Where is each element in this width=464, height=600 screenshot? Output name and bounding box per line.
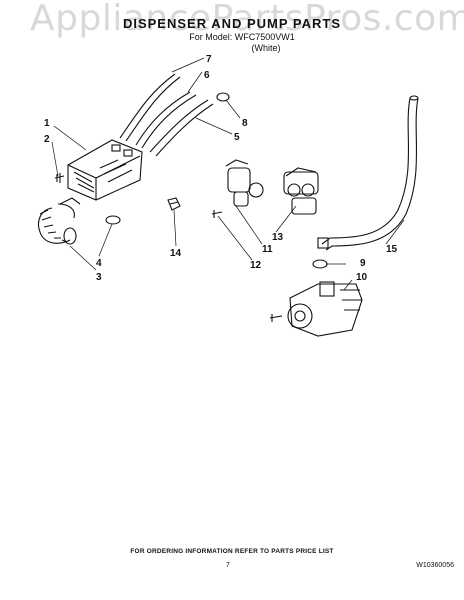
hose-7 — [119, 73, 176, 139]
water-valve-11 — [225, 159, 264, 207]
drain-hose-15 — [317, 95, 419, 251]
callout-8: 8 — [242, 118, 248, 129]
callout-11: 11 — [262, 244, 273, 255]
ordering-note: FOR ORDERING INFORMATION REFER TO PARTS … — [130, 548, 334, 555]
water-valve-13 — [283, 167, 319, 215]
callout-labels: 1 2 3 4 5 6 7 8 9 10 11 12 13 14 15 — [44, 54, 398, 283]
leader-lines — [51, 57, 405, 291]
callout-13: 13 — [272, 232, 284, 243]
callout-14: 14 — [170, 248, 182, 259]
clamp-4 — [105, 215, 121, 225]
hose-5 — [149, 99, 209, 153]
dispenser-housing — [67, 139, 143, 201]
clamp-9 — [312, 259, 328, 269]
callout-7: 7 — [206, 54, 212, 65]
callout-15: 15 — [386, 244, 398, 255]
callout-12: 12 — [250, 260, 262, 271]
callout-2: 2 — [44, 134, 50, 145]
document-number: W10360056 — [416, 562, 454, 569]
callout-1: 1 — [44, 118, 50, 129]
page-number: 7 — [226, 562, 230, 569]
callout-5: 5 — [234, 132, 240, 143]
clip-14 — [167, 197, 181, 211]
drain-pump-10 — [287, 281, 363, 337]
screw-12 — [211, 210, 223, 218]
screw-2 — [54, 173, 65, 183]
callout-9: 9 — [360, 258, 366, 269]
watermark: AppliancePartsPros.com — [0, 0, 464, 40]
color-line: (White) — [251, 43, 281, 53]
callout-3: 3 — [96, 272, 102, 283]
callout-6: 6 — [204, 70, 210, 81]
watermark-text: AppliancePartsPros.com — [30, 0, 464, 39]
hose-6 — [135, 91, 191, 146]
screw-pump — [269, 314, 283, 322]
callout-4: 4 — [96, 258, 102, 269]
clamp-8 — [216, 92, 230, 102]
bellows-hose-3 — [37, 197, 81, 245]
model-line: For Model: WFC7500VW1 — [189, 32, 295, 42]
callout-10: 10 — [356, 272, 368, 283]
page-title: DISPENSER AND PUMP PARTS — [122, 16, 342, 31]
